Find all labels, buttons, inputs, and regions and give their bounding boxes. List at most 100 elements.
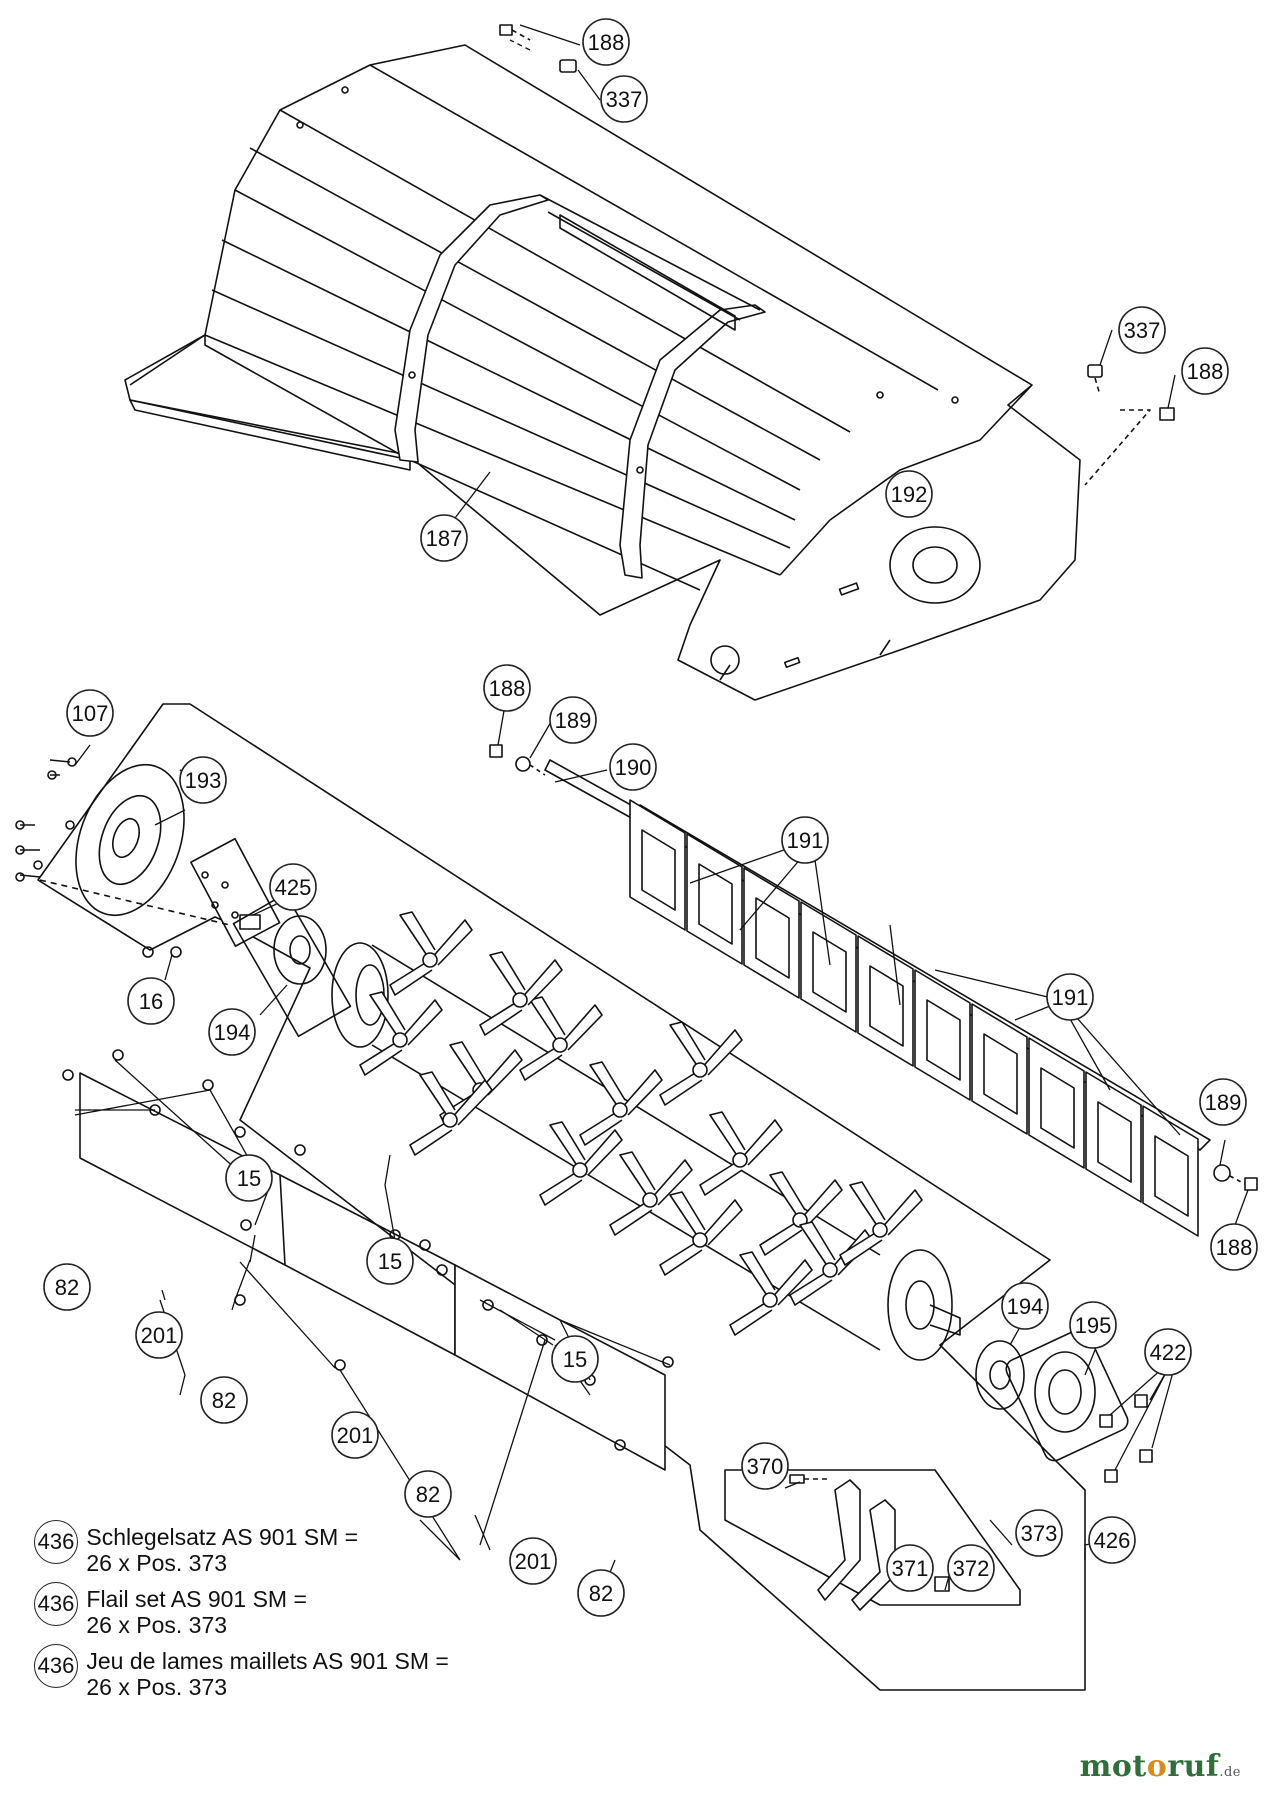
callout-hub-nut: 16: [127, 977, 175, 1025]
flail-detail-box: [724, 1469, 1021, 1611]
flap: [914, 969, 971, 1101]
flail-mount: [512, 992, 528, 1008]
leader-lines: [74, 24, 1249, 1591]
flap: [629, 799, 686, 931]
right-bearing-housing: [975, 1328, 1153, 1483]
callout-number: 426: [1094, 1528, 1131, 1553]
flail-mount: [442, 1112, 458, 1128]
callout-strip-nuts-d: 82: [577, 1569, 625, 1617]
callout-number: 82: [589, 1581, 613, 1606]
callout-hub-bolts: 107: [66, 689, 114, 737]
callout-shaft-nut-r: 189: [1199, 1078, 1247, 1126]
callout-number: 16: [139, 989, 163, 1014]
flail-mount: [552, 1037, 568, 1053]
callout-strip-a: 201: [135, 1311, 183, 1359]
legend-number: 436: [34, 1520, 78, 1564]
callout-flail: 373: [1015, 1509, 1063, 1557]
flap: [1028, 1037, 1085, 1169]
flail-rotor: [331, 911, 961, 1361]
callout-strip-screws-b: 15: [366, 1237, 414, 1285]
callout-housing-r: 195: [1069, 1301, 1117, 1349]
legend-number: 436: [34, 1582, 78, 1626]
legend-line: 26 x Pos. 373: [86, 1674, 228, 1700]
callout-flail-bolt: 370: [741, 1442, 789, 1490]
flail-mount: [692, 1232, 708, 1248]
callout-flap-b: 191: [1046, 973, 1094, 1021]
callout-strip-c: 201: [509, 1537, 557, 1585]
callout-right-bolt: 188: [1181, 347, 1229, 395]
legend-line: Schlegelsatz AS 901 SM =: [86, 1524, 359, 1550]
callout-housing-bolts: 422: [1144, 1328, 1192, 1376]
callout-right-nut: 337: [1118, 306, 1166, 354]
callout-strip-nuts-c: 82: [404, 1470, 452, 1518]
callout-number: 201: [337, 1423, 374, 1448]
rotor-hood: [124, 44, 1081, 701]
callout-strip-nuts-b: 82: [200, 1376, 248, 1424]
legend-line: 26 x Pos. 373: [86, 1612, 228, 1638]
callout-number: 82: [55, 1275, 79, 1300]
callout-number: 194: [214, 1020, 251, 1045]
flail-mount: [392, 1032, 408, 1048]
flail-mount: [822, 1262, 838, 1278]
flail-mount: [732, 1152, 748, 1168]
callout-top-bolt: 188: [582, 18, 630, 66]
callout-number: 422: [1150, 1340, 1187, 1365]
callout-number: 201: [141, 1323, 178, 1348]
legend-entry-en: 436 Flail set AS 901 SM = 26 x Pos. 373: [34, 1582, 307, 1638]
flap: [743, 867, 800, 999]
callout-bearing-r: 194: [1001, 1282, 1049, 1330]
callout-number: 15: [237, 1166, 261, 1191]
callout-number: 188: [489, 676, 526, 701]
callout-nut: 372: [947, 1544, 995, 1592]
callout-number: 371: [892, 1556, 929, 1581]
legend-number: 436: [34, 1644, 78, 1688]
callout-strip-screws-a: 15: [225, 1154, 273, 1202]
callout-number: 188: [1187, 359, 1224, 384]
legend-entry-de: 436 Schlegelsatz AS 901 SM = 26 x Pos. 3…: [34, 1520, 358, 1576]
brand-logo: motoruf.de: [1079, 1749, 1241, 1784]
legend-line: 26 x Pos. 373: [86, 1550, 228, 1576]
flail-mount: [872, 1222, 888, 1238]
callout-bearing-l: 194: [208, 1008, 256, 1056]
callout-number: 425: [275, 875, 312, 900]
callout-hood: 187: [420, 514, 468, 562]
callout-pin: 425: [269, 863, 317, 911]
callout-number: 373: [1021, 1521, 1058, 1546]
flail-mount: [642, 1192, 658, 1208]
flail-mount: [572, 1162, 588, 1178]
callout-number: 189: [1205, 1090, 1242, 1115]
callout-number: 190: [615, 755, 652, 780]
flap: [686, 833, 743, 965]
callout-number: 15: [378, 1249, 402, 1274]
flap: [800, 901, 857, 1033]
callout-number: 82: [416, 1482, 440, 1507]
callout-shaft-bolt-l: 188: [483, 664, 531, 712]
flail-mount: [762, 1292, 778, 1308]
callout-number: 191: [787, 828, 824, 853]
callout-shaft-nut-l: 189: [549, 696, 597, 744]
callout-number: 195: [1075, 1313, 1112, 1338]
legend-entry-fr: 436 Jeu de lames maillets AS 901 SM = 26…: [34, 1644, 449, 1700]
callout-number: 188: [1216, 1235, 1253, 1260]
callout-rotor: 426: [1088, 1516, 1136, 1564]
callout-number: 189: [555, 708, 592, 733]
callout-number: 337: [606, 87, 643, 112]
callout-shaft: 190: [609, 743, 657, 791]
callout-number: 107: [72, 701, 109, 726]
callout-strip-b: 201: [331, 1411, 379, 1459]
flap: [857, 935, 914, 1067]
rotor-assembly-outline: [37, 703, 1086, 1691]
callout-number: 192: [891, 482, 928, 507]
flail-mount: [612, 1102, 628, 1118]
callout-number: 187: [426, 526, 463, 551]
flap: [1085, 1071, 1142, 1203]
legend-line: Flail set AS 901 SM =: [86, 1586, 307, 1612]
callout-strip-screws-c: 15: [551, 1335, 599, 1383]
callout-washer: 371: [886, 1544, 934, 1592]
callout-number: 15: [563, 1347, 587, 1372]
flail-mount: [692, 1062, 708, 1078]
callout-layer: 188 337 337 188 187 188 189 190 191 191 192 189 188 1…: [43, 18, 1258, 1617]
callout-number: 201: [515, 1549, 552, 1574]
callout-hub: 193: [179, 756, 227, 804]
